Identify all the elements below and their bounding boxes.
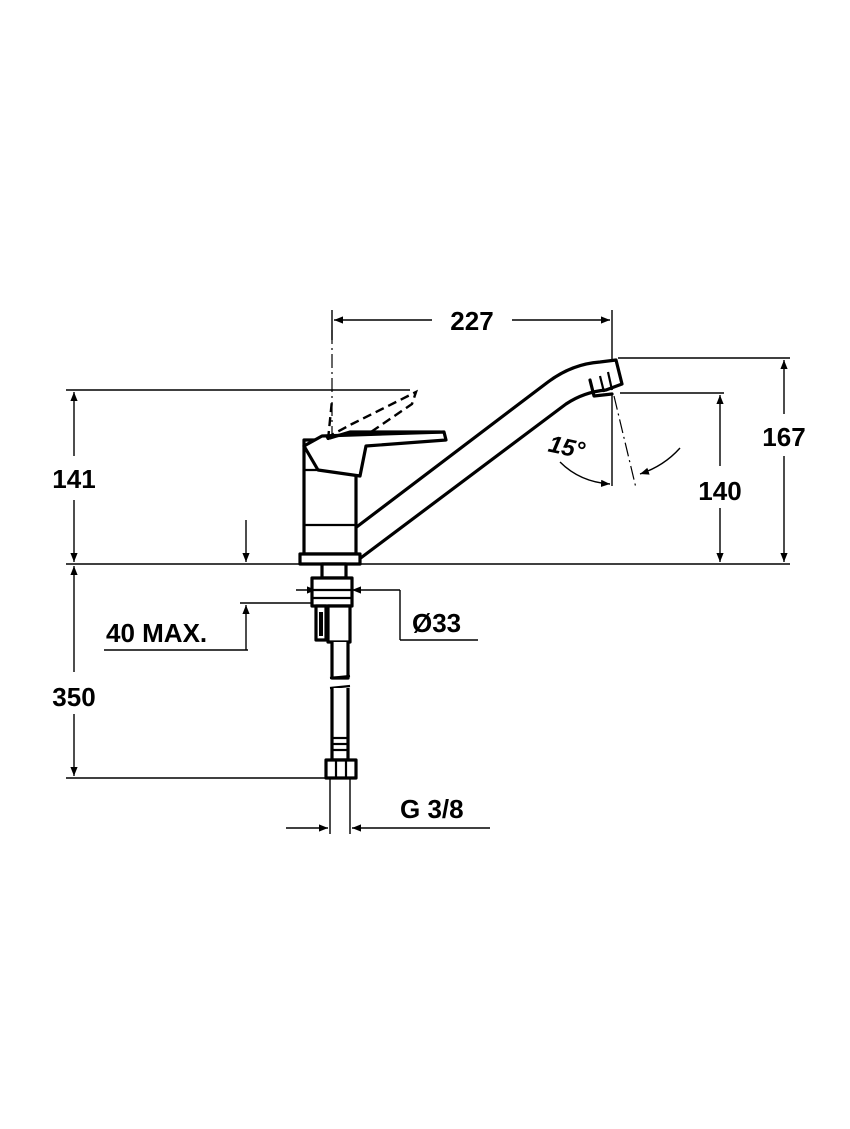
lever-height-label: 141 [52,464,95,494]
spout-tilt-label: 15° [546,431,588,465]
dimension-hole-diameter: Ø33 [296,586,478,641]
dimension-outlet-height: 140 [698,395,742,562]
outlet-height-label: 140 [698,476,741,506]
spout [348,358,624,562]
dimension-counter-thickness: 40 MAX. [104,520,318,651]
extension-lines [66,310,790,779]
dimension-shank-length: 350 [52,566,96,776]
faucet-drawing [298,358,624,834]
connection-thread-label: G 3/8 [400,794,464,824]
dimension-lever-height: 141 [52,392,96,562]
dimension-spout-reach: 227 [334,306,610,336]
counter-thickness-label: 40 MAX. [106,618,207,648]
dimension-overall-height: 167 [762,360,806,562]
hole-diameter-label: Ø33 [412,608,461,638]
shank-length-label: 350 [52,682,95,712]
spout-reach-label: 227 [450,306,493,336]
dimension-connection-thread: G 3/8 [286,794,490,832]
overall-height-label: 167 [762,422,805,452]
dimension-spout-tilt: 15° [546,395,681,489]
lever [302,430,448,478]
